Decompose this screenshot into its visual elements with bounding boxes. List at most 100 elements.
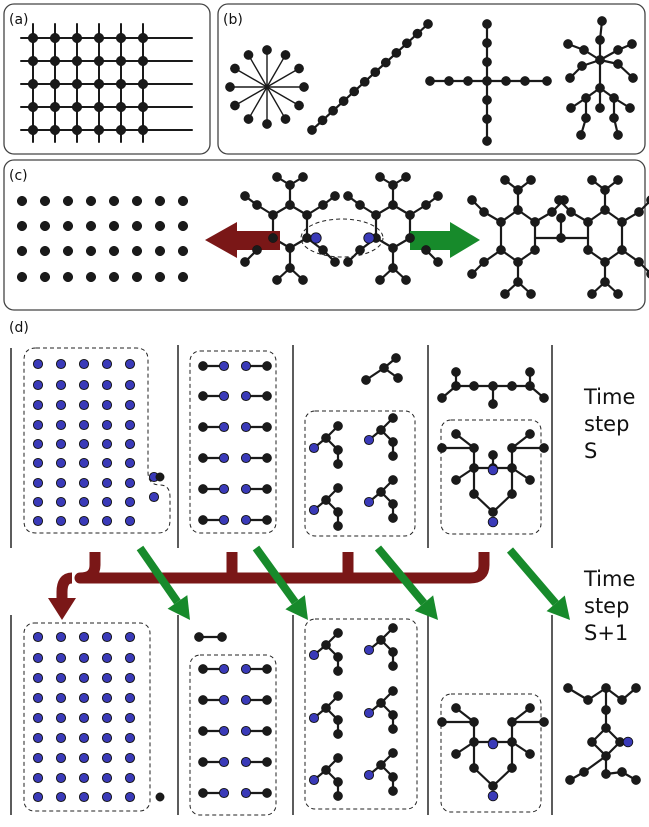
dimer-node: [218, 694, 230, 706]
merged-node: [554, 195, 564, 205]
dimer-node: [218, 663, 230, 675]
aggregation-arrow: [410, 222, 480, 258]
dimer-node: [198, 484, 208, 494]
trimer-node: [333, 445, 343, 455]
molecule-node: [240, 191, 250, 201]
cross-node: [501, 76, 511, 86]
lattice-node: [71, 78, 83, 90]
molecule-node: [371, 210, 381, 220]
star-edge: [266, 86, 287, 120]
dimer-node: [262, 484, 272, 494]
trimer-node: [393, 373, 403, 383]
monomer-node: [55, 652, 67, 664]
hexamer-node: [437, 717, 447, 727]
dispersed-node: [62, 195, 74, 207]
monomer-node: [101, 358, 113, 370]
time-step-s1-label: Time step S+1: [583, 567, 642, 645]
green-arrow-3-head: [414, 595, 438, 620]
cluster-node: [601, 683, 611, 693]
dispersed-node: [85, 220, 97, 232]
molecule-node: [330, 191, 340, 201]
tree-node: [595, 103, 605, 113]
merged-node: [526, 175, 536, 185]
star-node: [230, 63, 240, 74]
hexamer-blue-node: [487, 464, 499, 476]
monomer-node: [55, 772, 67, 784]
dimer-node: [240, 756, 252, 768]
merged-node: [600, 205, 610, 215]
molecule-node: [298, 172, 308, 182]
monomer-node: [124, 515, 136, 527]
hexamer-node: [469, 763, 479, 773]
trimer-node: [333, 459, 343, 469]
tree-node: [595, 35, 605, 45]
dimer-node: [218, 514, 230, 526]
trimer-node: [388, 661, 398, 671]
monomer-node: [55, 379, 67, 391]
dimer-node: [198, 453, 208, 463]
trimer-node: [321, 765, 331, 775]
monomer-node: [32, 477, 44, 489]
lattice-node: [115, 55, 127, 67]
monomer-node: [101, 672, 113, 684]
hexamer-cluster-outline-s1: [440, 693, 542, 813]
monomer-node: [101, 791, 113, 803]
monomer-node: [101, 772, 113, 784]
monomer-node: [124, 752, 136, 764]
trimer-node: [388, 786, 398, 796]
cluster-node: [565, 775, 575, 785]
molecule-node: [268, 233, 278, 243]
lattice-node: [115, 32, 127, 44]
lattice-node: [93, 78, 105, 90]
graph-nodes: [16, 16, 649, 803]
star-node: [243, 50, 254, 60]
monomer-node: [55, 631, 67, 643]
monomer-node: [101, 457, 113, 469]
hexamer-node: [488, 381, 498, 391]
dispersed-node: [108, 220, 120, 232]
merged-node: [646, 195, 649, 205]
monomer-node: [78, 515, 90, 527]
dimer-node: [218, 725, 230, 737]
monomer-node: [55, 438, 67, 450]
lattice-node: [27, 101, 39, 113]
monomer-node: [78, 477, 90, 489]
green-arrow-1: [136, 545, 181, 605]
dimer-node: [218, 421, 230, 433]
tree-node: [613, 45, 623, 55]
hexamer-node: [507, 489, 517, 499]
hexamer-node: [469, 381, 479, 391]
monomer-node: [78, 752, 90, 764]
monomer-node: [32, 379, 44, 391]
dispersed-node: [177, 245, 189, 257]
monomer-node: [101, 631, 113, 643]
monomer-node: [124, 477, 136, 489]
monomer-node: [101, 419, 113, 431]
monomer-node: [124, 496, 136, 508]
lattice-node: [137, 78, 149, 90]
cluster-node: [587, 737, 597, 747]
dispersed-node: [108, 195, 120, 207]
lattice-node: [71, 55, 83, 67]
hexamer-node: [451, 475, 461, 485]
monomer-node: [124, 399, 136, 411]
dimer-node: [194, 632, 204, 642]
monomer-node: [101, 438, 113, 450]
dimer-node: [262, 695, 272, 705]
trimer-node: [333, 652, 343, 662]
merged-node: [479, 257, 489, 267]
monomer-node: [32, 631, 44, 643]
star-node: [294, 100, 304, 111]
chain-node: [423, 19, 433, 29]
dimer-node: [240, 725, 252, 737]
tree-node: [609, 93, 619, 103]
trimer-node: [333, 729, 343, 739]
panel-a-label: (a): [9, 12, 29, 28]
monomer-node: [55, 419, 67, 431]
chain-node: [307, 125, 317, 135]
tree-node: [581, 113, 591, 123]
molecule-node: [302, 210, 312, 220]
chain-node: [349, 86, 360, 97]
monomer-node: [78, 772, 90, 784]
hexamer-node: [539, 717, 549, 727]
